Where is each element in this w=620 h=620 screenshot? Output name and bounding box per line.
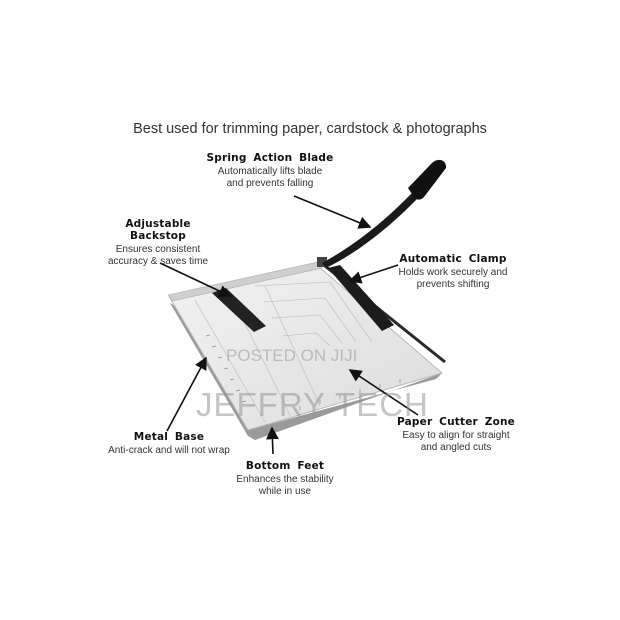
- automatic-clamp: [328, 265, 394, 331]
- callout-desc: Easy to align for straight and angled cu…: [402, 430, 510, 453]
- adjustable-backstop: [212, 288, 266, 332]
- blade-pivot: [317, 257, 327, 267]
- arrow-blade: [293, 195, 372, 229]
- arrow-base: [166, 356, 207, 432]
- arrow-zone: [348, 369, 419, 416]
- watermark-posted: POSTED ON JIJI: [226, 346, 358, 365]
- callout-automatic-clamp: Automatic Clamp Holds work securely and …: [388, 253, 518, 290]
- ruler-ticks: [205, 334, 247, 403]
- arrow-feet: [266, 426, 279, 455]
- arrow-backstop: [159, 262, 232, 298]
- callout-desc: Enhances the stability while in use: [236, 474, 334, 497]
- callout-desc: Ensures consistent accuracy & saves time: [107, 244, 209, 267]
- blade-arm: [322, 185, 426, 268]
- callout-metal-base: Metal Base Anti-crack and will not wrap: [96, 431, 242, 457]
- callout-title: Automatic Clamp: [399, 253, 507, 265]
- callout-title: Spring Action Blade: [206, 152, 334, 164]
- callout-spring-action-blade: Spring Action Blade Automatically lifts …: [205, 152, 335, 189]
- callout-desc: Automatically lifts blade and prevents f…: [217, 166, 323, 189]
- callout-adjustable-backstop: Adjustable Backstop Ensures consistent a…: [98, 218, 218, 267]
- watermark-brand: JEFFRY TECH: [196, 386, 429, 423]
- arrow-clamp: [348, 264, 399, 284]
- callout-title: Paper Cutter Zone: [397, 416, 515, 428]
- callout-bottom-feet: Bottom Feet Enhances the stability while…: [222, 460, 348, 497]
- headline: Best used for trimming paper, cardstock …: [133, 121, 487, 137]
- callout-title: Bottom Feet: [245, 460, 325, 472]
- callout-title: Metal Base: [133, 431, 205, 443]
- blade-handle: [408, 159, 447, 200]
- callout-title: Adjustable Backstop: [125, 218, 191, 242]
- callout-desc: Anti-crack and will not wrap: [108, 445, 230, 456]
- callout-desc: Holds work securely and prevents shiftin…: [398, 267, 508, 290]
- back-rail: [167, 261, 323, 302]
- callout-paper-cutter-zone: Paper Cutter Zone Easy to align for stra…: [392, 416, 520, 453]
- front-ruler-ticks: [299, 379, 401, 410]
